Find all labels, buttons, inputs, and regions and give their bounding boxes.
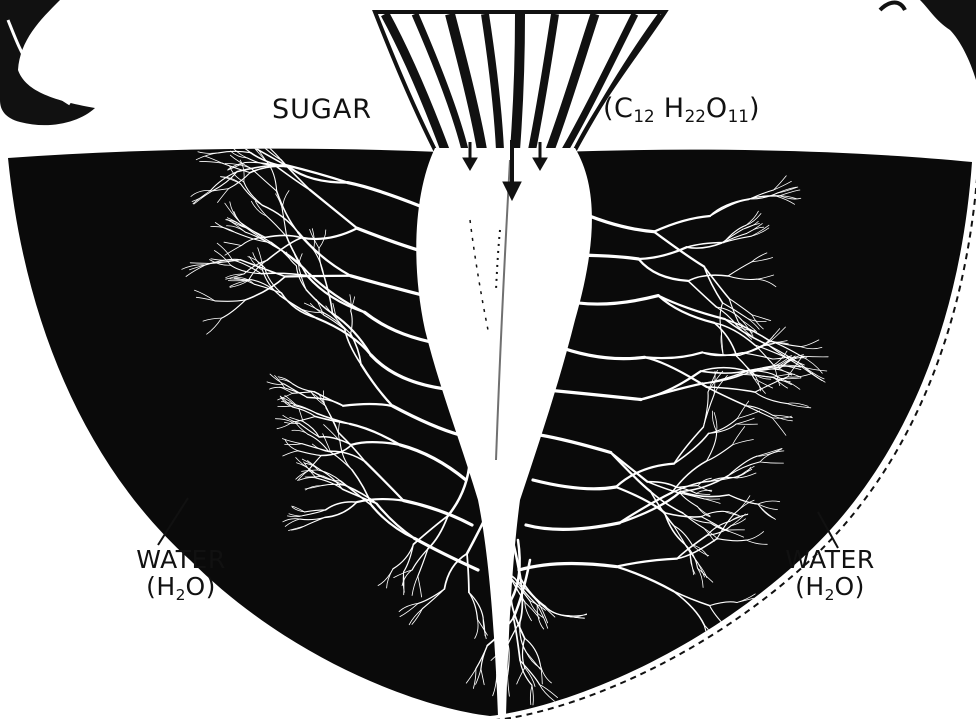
water-left-name: WATER <box>111 546 251 573</box>
formula-o: O <box>706 93 728 124</box>
sugar-label: SUGAR <box>272 96 372 123</box>
water-right-formula: (H2O) <box>760 573 900 604</box>
formula-h-subscript: 22 <box>685 106 706 126</box>
water-left-close: O) <box>186 572 216 601</box>
formula-open: (C <box>603 93 633 124</box>
formula-h: H <box>664 93 685 124</box>
water-left-open: (H <box>146 572 176 601</box>
water-right-close: O) <box>835 572 865 601</box>
water-left-subscript: 2 <box>176 586 186 604</box>
water-left-label: WATER (H2O) <box>111 546 251 604</box>
water-right-label: WATER (H2O) <box>760 546 900 604</box>
water-left-formula: (H2O) <box>111 573 251 604</box>
leaf-fragment-left-icon <box>0 0 95 125</box>
formula-o-subscript: 11 <box>728 106 749 126</box>
formula-c-subscript: 12 <box>633 106 654 126</box>
water-right-name: WATER <box>760 546 900 573</box>
leaf-fragment-right-icon <box>880 0 976 80</box>
sugar-formula-label: (C12 H22O11) <box>603 95 760 122</box>
leaf-stalks-icon <box>375 12 665 150</box>
formula-close: ) <box>749 93 760 124</box>
water-right-open: (H <box>795 572 825 601</box>
water-right-subscript: 2 <box>825 586 835 604</box>
